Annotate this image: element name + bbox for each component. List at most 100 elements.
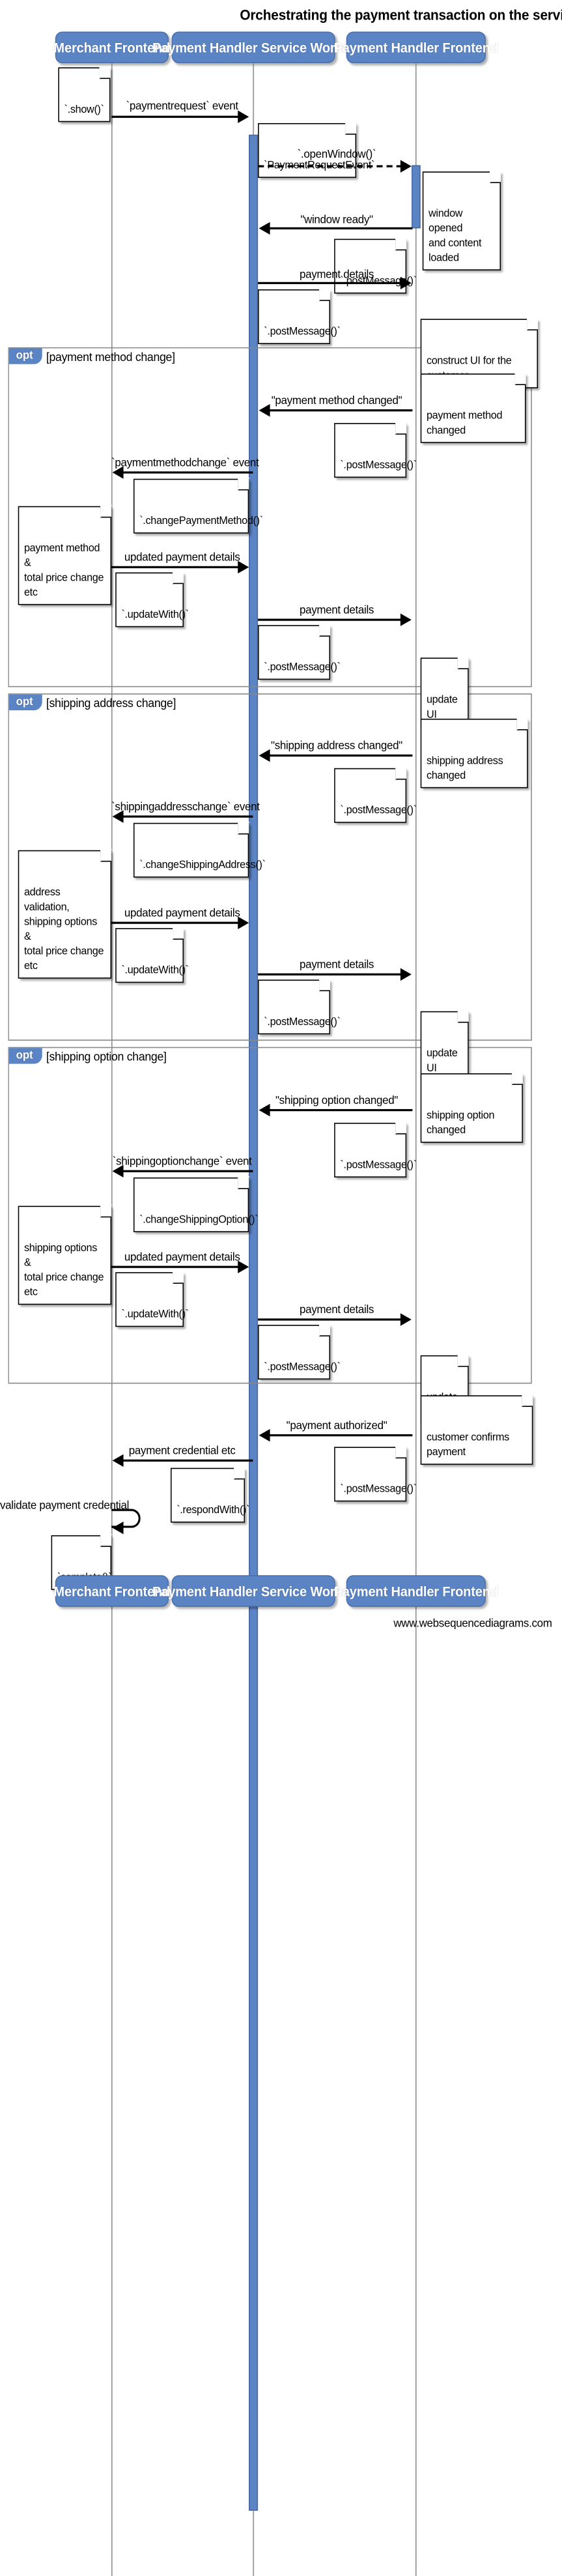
message-arrow-shipping-option-changed [259,1103,270,1117]
note-text: payment method & total price change etc [23,542,104,599]
message-label-updated-payment-details-3: updated payment details [124,1251,240,1264]
message-line-payment-details-2 [258,618,402,621]
note-text: payment method changed [426,409,503,437]
fragment-opt-shipping-address-change [8,693,532,1041]
note-text: address validation, shipping options & t… [23,886,104,973]
note-fold-icon [238,478,250,491]
note-post-message-4: `.postMessage()` [258,624,341,680]
note-text: `.updateWith()` [121,608,189,621]
message-label-payment-details-4: payment details [299,1303,374,1317]
message-arrow-updated-payment-details-3 [238,1260,249,1273]
note-post-message-7: `.postMessage()` [334,1122,417,1178]
message-arrow-updated-payment-details-2 [238,916,249,929]
note-shipping-options-total-price: shipping options & total price change et… [18,1204,113,1305]
note-update-ui-2: update UI [420,1010,470,1081]
fragment-label-opt-2: [shipping address change] [46,697,176,710]
note-payment-method-total-price: payment method & total price change etc [18,505,113,605]
message-label-payment-method-changed: "payment method changed" [271,394,402,407]
note-text: `.postMessage()` [264,1015,341,1028]
note-window-opened: window opened and content loaded [422,170,502,270]
fragment-tab-opt-1: opt [8,348,42,364]
actor-box-service-worker-top[interactable]: Payment Handler Service Worker [152,31,354,63]
message-line-updated-payment-details-3 [111,1266,242,1268]
note-fold-icon [99,66,112,80]
note-text: `.changeShippingAddress()` [139,858,266,872]
message-arrow-payment-details-3 [400,968,412,981]
note-text: `.show()` [64,103,104,116]
note-fold-icon [457,656,470,669]
note-text: `.postMessage()` [340,274,417,287]
footer-credit: www.websequencediagrams.com [393,1617,552,1630]
note-fold-icon [395,1122,408,1135]
self-message-validate-payment-credential [111,1509,141,1528]
note-post-message-9: `.postMessage()` [334,1445,417,1502]
note-fold-icon [522,1394,534,1407]
note-update-with-1: `.updateWith()` [115,571,189,628]
note-text: `.postMessage()` [264,661,341,674]
note-text: shipping option changed [426,1108,495,1136]
note-fold-icon [319,624,331,637]
note-fold-icon [395,767,408,780]
message-arrow-paymentrequest-event [238,110,249,123]
note-fold-icon [234,1466,246,1480]
actor-box-service-worker-bottom[interactable]: Payment Handler Service Worker [152,1575,354,1607]
fragment-tab-opt-3: opt [8,1048,42,1064]
message-arrow-shippingoptionchange-event [112,1165,124,1178]
message-line-payment-credential [122,1459,253,1462]
note-post-message-3: `.postMessage()` [334,422,417,478]
fragment-label-opt-1: [payment method change] [46,351,175,364]
message-label-payment-details-2: payment details [299,603,374,617]
note-payment-method-changed: payment method changed [420,372,527,443]
message-line-paymentmethodchange-event [122,471,253,474]
note-text: `.postMessage()` [340,459,417,472]
message-label-payment-authorized: "payment authorized" [286,1419,387,1432]
actor-label: Payment Handler Service Worker [152,39,355,55]
actor-box-handler-frontend-top[interactable]: Payment Handler Frontend [334,31,498,63]
note-shipping-option-changed: shipping option changed [420,1072,524,1143]
actor-box-merchant-bottom[interactable]: Merchant Frontend [53,1575,170,1607]
note-update-with-2: `.updateWith()` [115,927,189,983]
message-arrow-payment-authorized [259,1428,270,1442]
activation-handler-frontend [411,165,421,229]
note-fold-icon [100,849,113,862]
note-post-message-2: `.postMessage()` [258,288,341,345]
note-text: `.postMessage()` [340,1158,417,1172]
message-arrow-window-ready [259,222,270,235]
actor-box-merchant-top[interactable]: Merchant Frontend [53,31,170,63]
note-post-message-1: `.postMessage()` [334,237,417,294]
note-text: `.updateWith()` [121,1308,189,1321]
note-payment-request-event: `PaymentRequestEvent` [258,122,374,178]
note-fold-icon [516,717,529,731]
message-arrow-open-window [400,160,412,173]
message-line-shipping-option-changed [269,1108,413,1112]
note-fold-icon [527,317,539,331]
self-message-arrow [112,1521,124,1535]
message-label-payment-credential: payment credential etc [128,1445,236,1458]
message-line-window-ready [269,227,413,230]
actor-box-handler-frontend-bottom[interactable]: Payment Handler Frontend [334,1575,498,1607]
message-line-payment-authorized [269,1434,413,1437]
note-post-message-6: `.postMessage()` [258,978,341,1035]
message-line-shippingoptionchange-event [122,1170,253,1172]
message-line-updated-payment-details-1 [111,566,242,568]
note-respond-with: `.respondWith()` [170,1466,250,1523]
fragment-label-opt-3: [shipping option change] [46,1051,167,1064]
note-text: `.changeShippingOption()` [139,1213,259,1226]
note-fold-icon [395,237,408,251]
note-fold-icon [173,571,185,585]
message-label-shipping-address-changed: "shipping address changed" [271,740,402,753]
message-label-shippingoptionchange-event: `shippingoptionchange` event [112,1155,252,1168]
message-arrow-updated-payment-details-1 [238,560,249,574]
note-post-message-8: `.postMessage()` [258,1324,341,1380]
note-fold-icon [514,372,527,385]
note-fold-icon [345,122,358,135]
note-update-ui-1: update UI [420,656,470,727]
note-fold-icon [319,288,331,301]
note-fold-icon [100,1534,113,1547]
message-arrow-shipping-address-changed [259,749,270,762]
message-line-updated-payment-details-2 [111,921,242,924]
note-text: `.postMessage()` [340,1483,417,1496]
message-arrow-payment-details-1 [400,276,412,290]
note-fold-icon [100,505,113,518]
note-fold-icon [395,1445,408,1459]
